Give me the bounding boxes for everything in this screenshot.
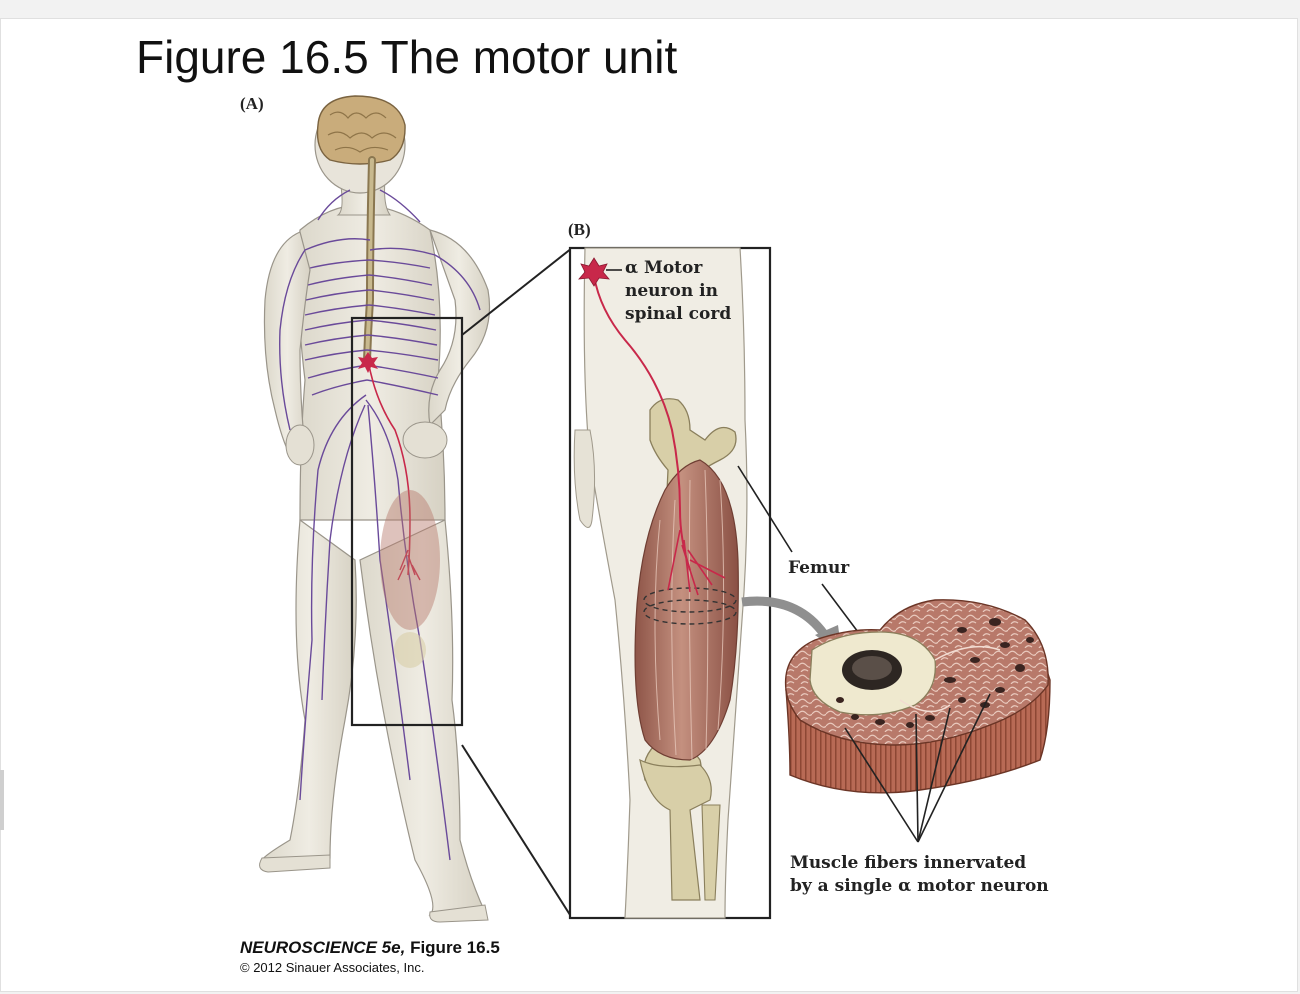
zoom-box-a [350,316,464,727]
credit-book: NEUROSCIENCE 5e, [240,938,406,957]
muscle-fibers-label-line2: by a single α motor neuron [790,876,1049,896]
panel-b-label: (B) [568,220,591,239]
credit-copyright: © 2012 Sinauer Associates, Inc. [240,960,425,975]
peripheral-nerves [279,189,481,861]
figure-title: Figure 16.5 The motor unit [136,31,678,83]
muscle-fibers-label-line1: Muscle fibers innervated [790,853,1027,873]
fiber-pointer-lines [844,693,991,843]
credit-main: NEUROSCIENCE 5e, Figure 16.5 [240,938,500,958]
credit-figure: Figure 16.5 [410,938,500,957]
femur-label: Femur [788,558,850,578]
motor-neuron-label-line2: neuron in [625,281,718,301]
muscle-fibers-label: Muscle fibers innervated by a single α m… [790,852,1049,898]
motor-neuron-label-line1: α Motor [625,258,703,278]
motor-neuron-a [358,352,421,581]
human-figure [259,95,491,923]
zoom-connector-top [461,247,573,336]
motor-neuron-label-line3: spinal cord [625,304,732,324]
panel-a-label: (A) [240,94,264,113]
figure-credit: NEUROSCIENCE 5e, Figure 16.5 © 2012 Sina… [240,938,500,975]
femur-pointer-upper [737,465,793,553]
motor-neuron-b [578,257,726,596]
innervated-fibers [836,618,1034,728]
zoom-connector-bottom [461,744,573,919]
thigh-muscle [634,459,739,761]
cross-section-arrow [741,596,832,643]
leg-closeup-panel [568,246,772,920]
window-edge [0,770,4,830]
motor-neuron-label: α Motor neuron in spinal cord [625,257,731,326]
